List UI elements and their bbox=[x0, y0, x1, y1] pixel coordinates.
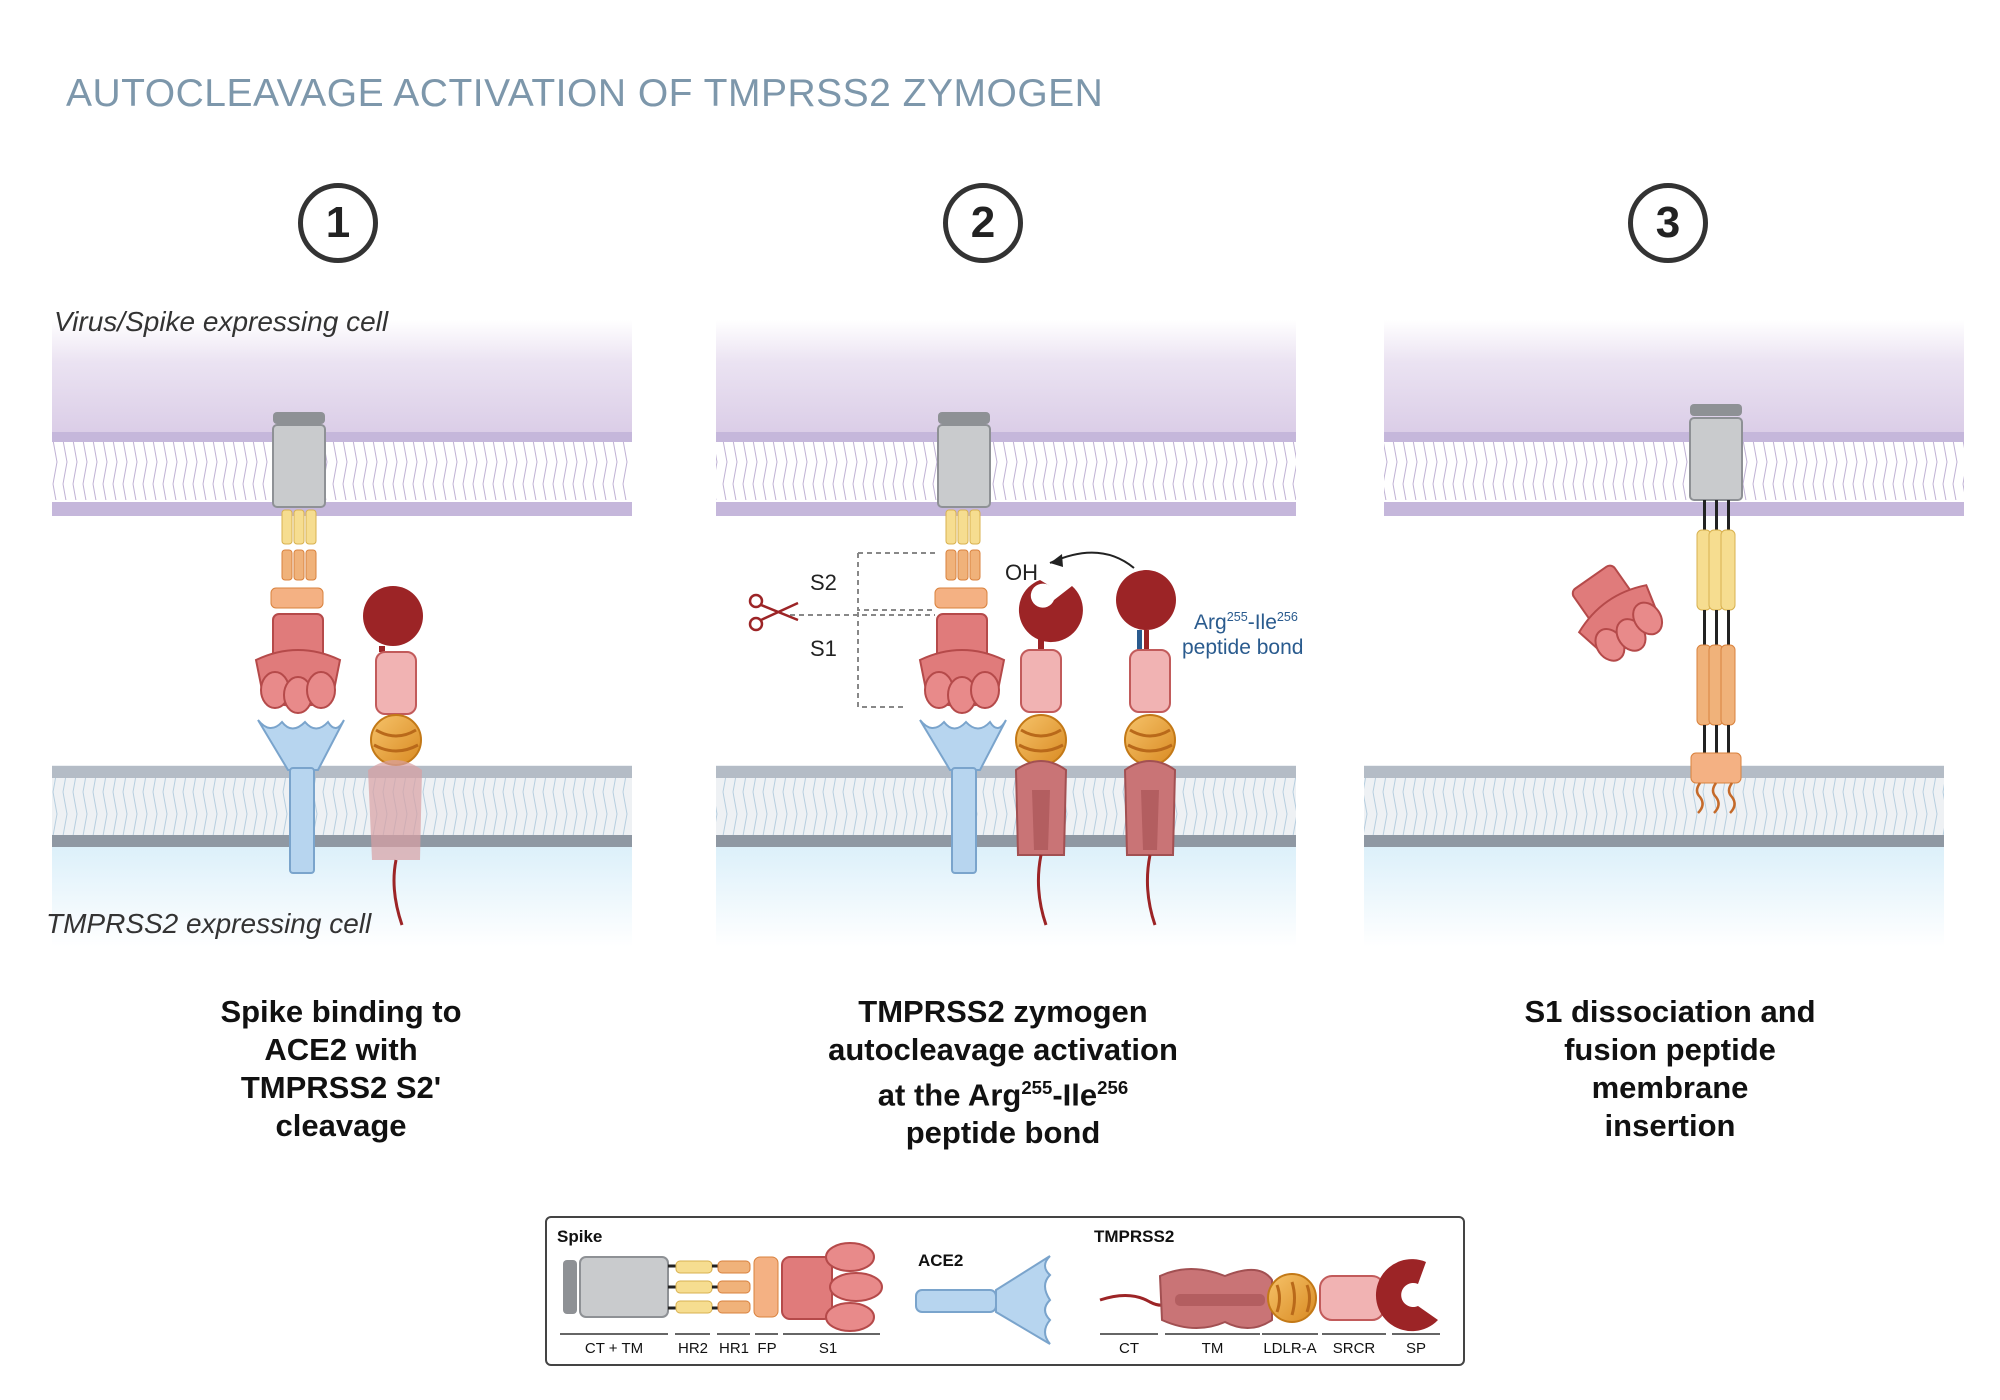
figure-title: AUTOCLEAVAGE ACTIVATION OF TMPRSS2 ZYMOG… bbox=[66, 72, 1104, 115]
peptide-bond-label-line2: peptide bond bbox=[1182, 636, 1304, 659]
legend-spike-ct-tm: CT + TM bbox=[584, 1340, 644, 1357]
bond-ile: -Ile bbox=[1247, 611, 1277, 634]
caption-ile: -Ile bbox=[1052, 1077, 1098, 1113]
panel-2-curved-arrow bbox=[1049, 551, 1135, 569]
scissors-icon bbox=[748, 593, 799, 632]
caption-arg-sup: 255 bbox=[1021, 1077, 1053, 1098]
legend-tmprss2-diagram bbox=[1099, 1259, 1440, 1335]
caption-line: membrane bbox=[1591, 1070, 1749, 1105]
caption-line: TMPRSS2 S2' bbox=[240, 1070, 442, 1105]
legend-spike-hr1: HR1 bbox=[718, 1340, 749, 1357]
s1-label: S1 bbox=[810, 636, 837, 661]
legend-ace2-diagram bbox=[915, 1255, 1052, 1345]
virus-cell-label: Virus/Spike expressing cell bbox=[54, 306, 389, 337]
legend-spike-heading: Spike bbox=[557, 1227, 603, 1246]
legend-tmprss2-sp: SP bbox=[1405, 1340, 1426, 1357]
legend-spike-diagram bbox=[560, 1242, 883, 1335]
caption-line: autocleavage activation bbox=[828, 1032, 1178, 1067]
legend bbox=[545, 1216, 1465, 1366]
step-2-caption: TMPRSS2 zymogen autocleavage activation … bbox=[793, 993, 1213, 1152]
caption-line: S1 dissociation and bbox=[1524, 994, 1816, 1029]
s2-label: S2 bbox=[810, 570, 837, 595]
legend-tmprss2-tm: TM bbox=[1201, 1340, 1224, 1357]
host-cell-label: TMPRSS2 expressing cell bbox=[46, 908, 372, 939]
panel-2-ace2 bbox=[919, 719, 1007, 874]
caption-line: insertion bbox=[1604, 1108, 1736, 1143]
step-1-caption: Spike binding to ACE2 with TMPRSS2 S2' c… bbox=[131, 993, 551, 1145]
panel-3-s1-released bbox=[1571, 564, 1664, 662]
panel-2-tmprss2-cleaved bbox=[1014, 580, 1083, 926]
panel-3-spike-fused bbox=[1689, 404, 1743, 814]
caption-arg: at the Arg bbox=[877, 1077, 1022, 1113]
bond-arg-sup: 255 bbox=[1226, 610, 1248, 624]
bond-ile-sup: 256 bbox=[1276, 610, 1298, 624]
caption-line: Spike binding to bbox=[220, 994, 462, 1029]
caption-line: TMPRSS2 zymogen bbox=[858, 994, 1148, 1029]
legend-tmprss2-ldlr-a: LDLR-A bbox=[1263, 1340, 1317, 1357]
bond-arg: Arg bbox=[1194, 611, 1227, 634]
caption-line: cleavage bbox=[275, 1108, 407, 1143]
panel-2-tmprss2-zymogen bbox=[1116, 570, 1177, 926]
caption-ile-sup: 256 bbox=[1097, 1077, 1129, 1098]
panel-1-tmprss2 bbox=[363, 586, 423, 926]
panel-1-spike bbox=[254, 412, 342, 714]
panel-2-s1-s2-brackets bbox=[790, 552, 935, 708]
panel-1-background bbox=[52, 320, 632, 947]
caption-line: at the Arg255-Ile256 bbox=[793, 1069, 1213, 1114]
step-1-badge: 1 bbox=[298, 183, 378, 263]
panel-1-ace2 bbox=[257, 719, 345, 874]
legend-spike-hr2: HR2 bbox=[677, 1340, 708, 1357]
legend-spike-fp: FP bbox=[757, 1340, 777, 1357]
panel-2-background bbox=[716, 320, 1296, 947]
legend-tmprss2-ct: CT bbox=[1119, 1340, 1139, 1357]
caption-line: ACE2 with bbox=[264, 1032, 418, 1067]
hydroxyl-label: OH bbox=[1005, 560, 1038, 585]
panel-3-background bbox=[1364, 320, 1964, 947]
panel-2-spike bbox=[918, 412, 1006, 714]
legend-tmprss2-heading: TMPRSS2 bbox=[1094, 1227, 1175, 1246]
caption-line: fusion peptide bbox=[1564, 1032, 1776, 1067]
legend-tmprss2-srcr: SRCR bbox=[1332, 1340, 1376, 1357]
caption-line: peptide bond bbox=[905, 1115, 1101, 1151]
step-2-badge: 2 bbox=[943, 183, 1023, 263]
peptide-bond-label: Arg255-Ile256 bbox=[1194, 610, 1298, 635]
legend-ace2-heading: ACE2 bbox=[918, 1251, 964, 1270]
step-3-caption: S1 dissociation and fusion peptide membr… bbox=[1460, 993, 1880, 1145]
step-3-badge: 3 bbox=[1628, 183, 1708, 263]
legend-spike-s1: S1 bbox=[818, 1340, 838, 1357]
